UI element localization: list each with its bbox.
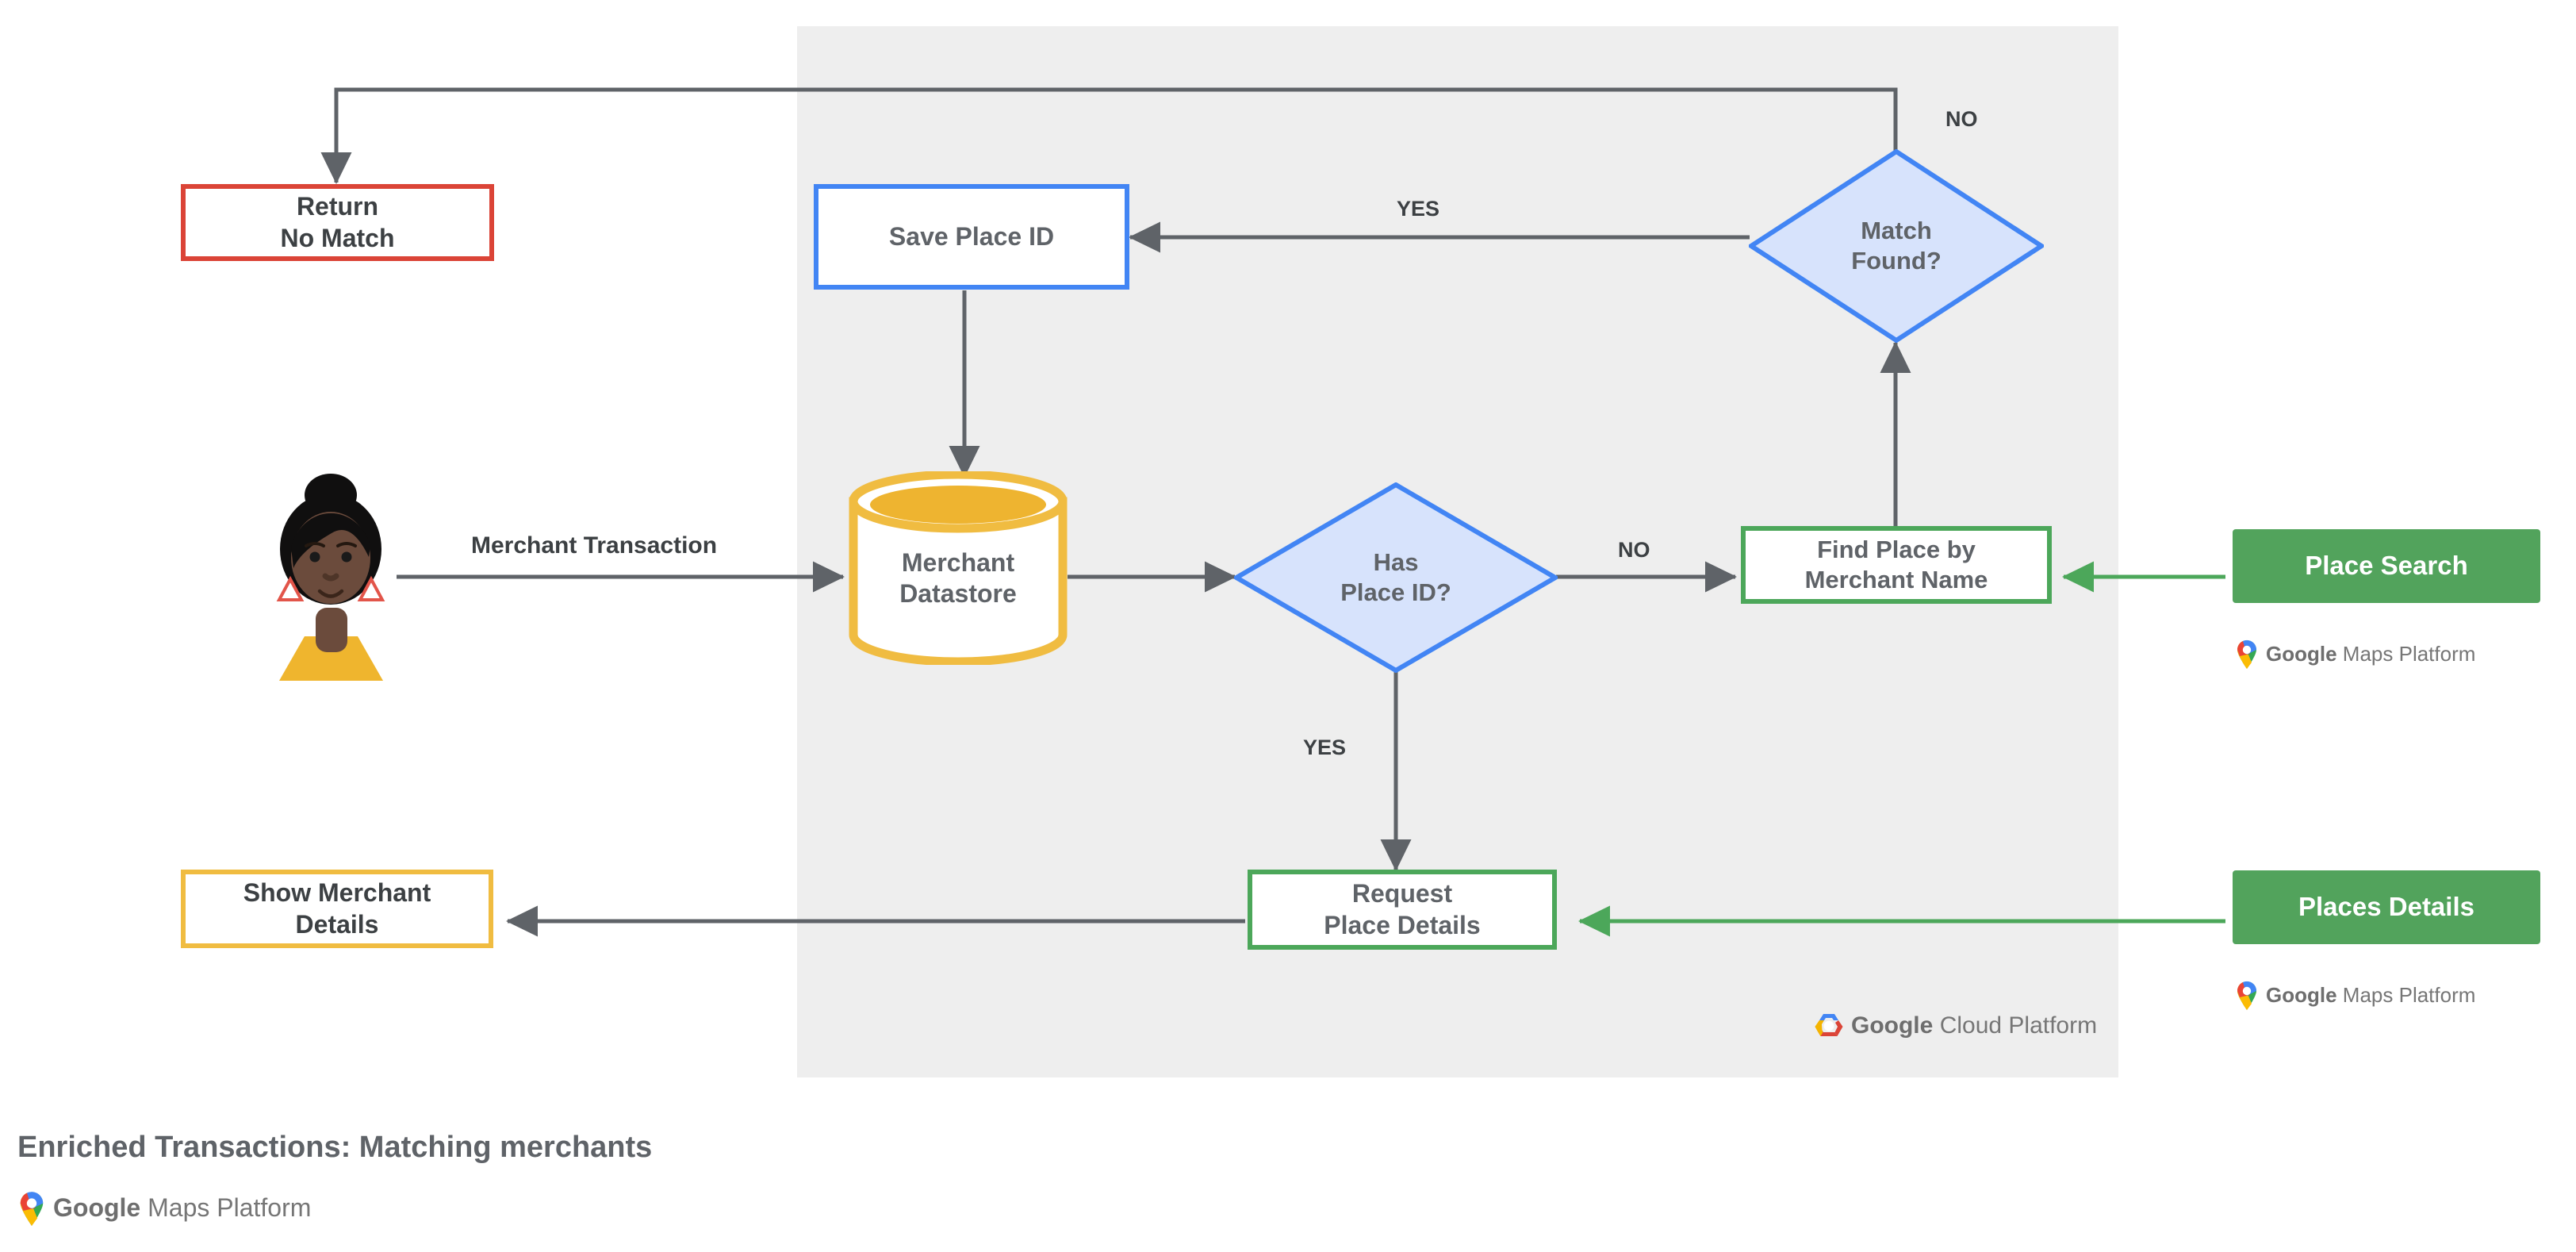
maps-platform-wordmark: Google Maps Platform: [2266, 641, 2476, 666]
node-save-place-id[interactable]: Save Place ID: [814, 184, 1129, 290]
maps-platform-wordmark: Google Maps Platform: [2266, 982, 2476, 1007]
node-find-place-by-merchant-name[interactable]: Find Place by Merchant Name: [1741, 526, 2052, 604]
google-cloud-hexagon-icon: [1815, 1014, 1843, 1036]
google-maps-pin-icon: [20, 1192, 44, 1226]
node-show-merchant-details-label: Show Merchant Details: [243, 878, 431, 939]
node-places-details[interactable]: Places Details: [2233, 870, 2540, 944]
maps-platform-logo-footer: Google Maps Platform: [17, 1190, 311, 1226]
node-request-place-details[interactable]: Request Place Details: [1248, 870, 1557, 950]
node-match-found[interactable]: Match Found?: [1749, 149, 2044, 343]
node-match-found-label: Match Found?: [1851, 217, 1942, 275]
node-has-place-id-label: Has Place ID?: [1340, 548, 1451, 606]
maps-platform-wordmark: Google Maps Platform: [53, 1193, 312, 1222]
edge-label-has-place-id-yes: YES: [1303, 735, 1347, 759]
google-maps-pin-icon: [2237, 639, 2257, 669]
node-merchant-datastore[interactable]: Merchant Datastore: [847, 471, 1069, 665]
node-return-no-match[interactable]: Return No Match: [181, 184, 494, 261]
maps-platform-logo-places-details: Google Maps Platform: [2235, 980, 2475, 1010]
node-places-details-label: Places Details: [2298, 892, 2474, 922]
maps-platform-logo-place-search: Google Maps Platform: [2235, 639, 2475, 669]
node-merchant-datastore-label: Merchant Datastore: [899, 547, 1017, 608]
google-cloud-wordmark: Google Cloud Platform: [1851, 1012, 2098, 1039]
diagram-caption: Enriched Transactions: Matching merchant…: [17, 1131, 653, 1164]
node-find-place-label: Find Place by Merchant Name: [1804, 536, 1988, 593]
edge-label-match-found-no: NO: [1945, 107, 1978, 131]
google-maps-pin-icon: [2237, 981, 2257, 1010]
node-show-merchant-details[interactable]: Show Merchant Details: [181, 870, 493, 948]
node-request-place-details-label: Request Place Details: [1324, 879, 1481, 939]
google-cloud-platform-logo: Google Cloud Platform: [1815, 1012, 2097, 1039]
edge-label-match-found-yes: YES: [1397, 197, 1440, 221]
merchant-customer-avatar: [262, 468, 401, 682]
node-return-no-match-label: Return No Match: [280, 192, 395, 252]
node-place-search-label: Place Search: [2305, 551, 2468, 581]
edge-label-merchant-transaction: Merchant Transaction: [471, 532, 718, 559]
node-has-place-id[interactable]: Has Place ID?: [1234, 482, 1558, 673]
edge-label-has-place-id-no: NO: [1618, 538, 1650, 562]
node-place-search[interactable]: Place Search: [2233, 529, 2540, 603]
node-save-place-id-label: Save Place ID: [888, 221, 1055, 251]
